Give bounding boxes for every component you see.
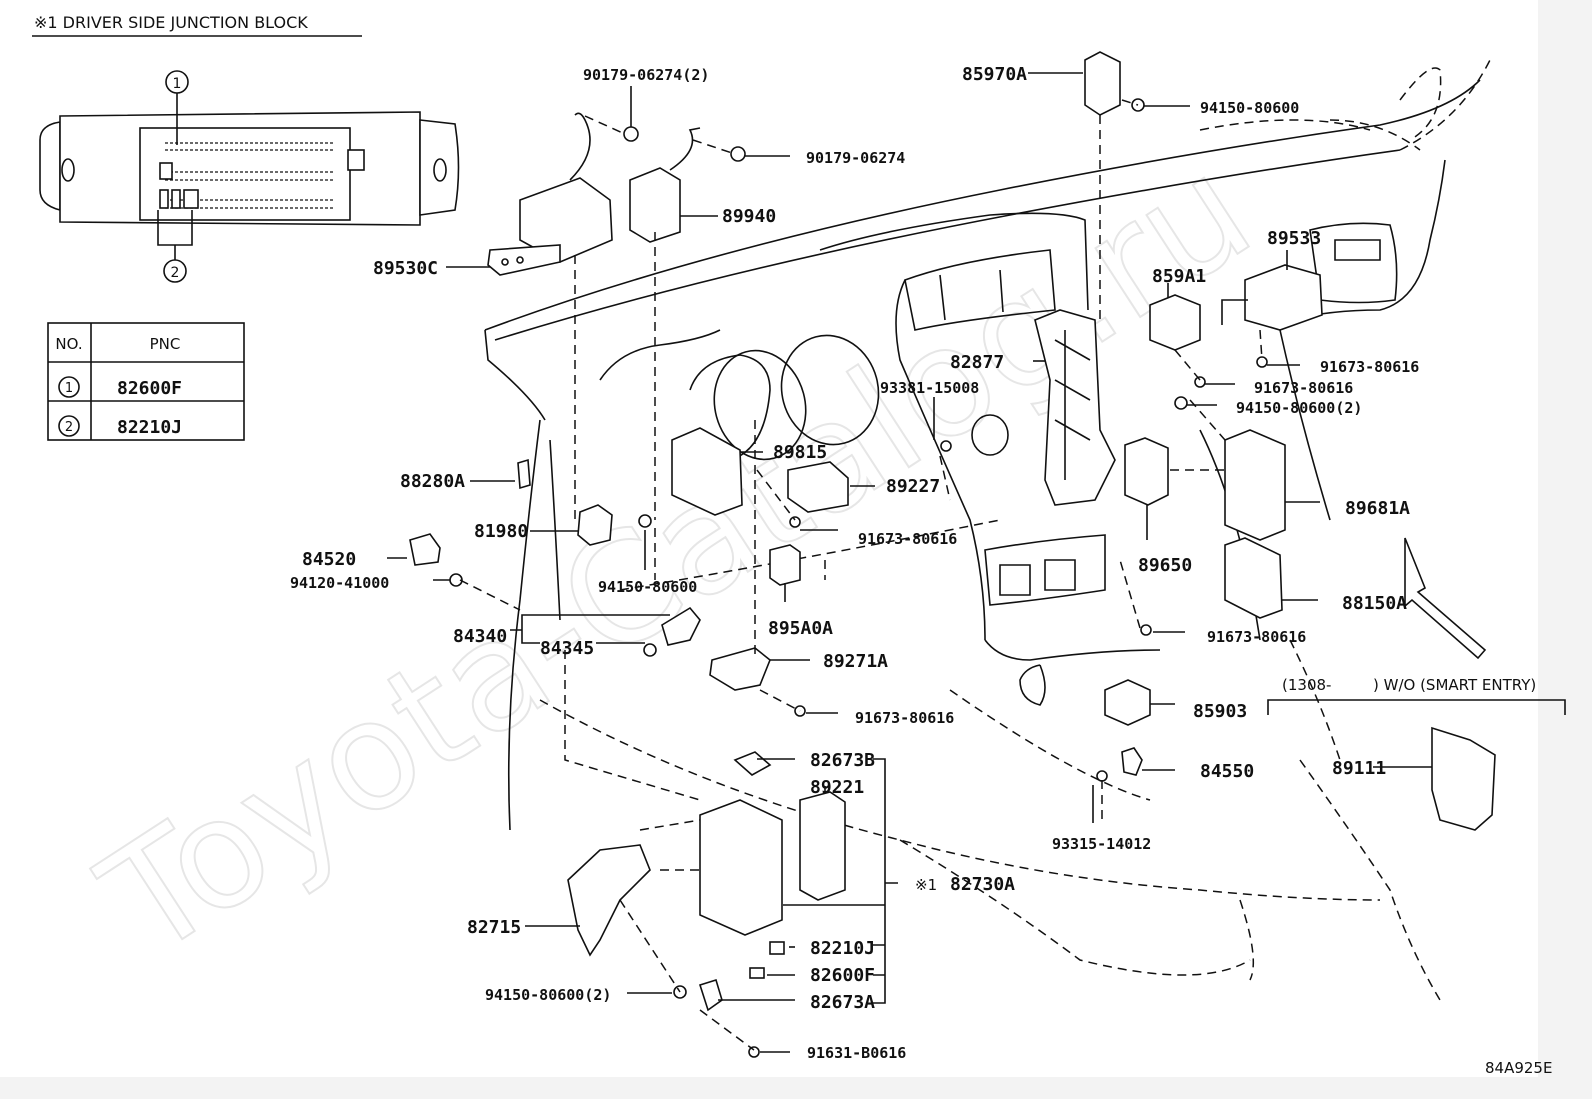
label-89227: 89227 (886, 476, 940, 497)
label-89815: 89815 (773, 442, 827, 463)
svg-text:1: 1 (173, 76, 182, 92)
table-header-no: NO. (55, 335, 82, 353)
label-89221: 89221 (810, 777, 864, 798)
label-89530C: 89530C (373, 258, 438, 279)
label-84340: 84340 (453, 626, 507, 647)
pnc-table: NO. PNC 1 82600F 2 82210J (47, 322, 245, 441)
direction-arrow (1404, 537, 1487, 660)
watermark: Toyota-Catalog.ru (74, 123, 1280, 990)
callout-2: 2 (157, 210, 193, 283)
label-82600F: 82600F (810, 965, 875, 986)
junction-block-drawing (39, 111, 460, 226)
junction-block-inset: ※1 DRIVER SIDE JUNCTION BLOCK 1 2 (32, 13, 460, 441)
label-94150-80600-left: 94150-80600 (598, 578, 697, 596)
label-91631-B0616: 91631-B0616 (807, 1044, 906, 1062)
label-85970A: 85970A (962, 64, 1027, 85)
label-91673-80616-a: 91673-80616 (1320, 358, 1419, 376)
leader-lines (387, 72, 1566, 1053)
right-margin (1538, 0, 1592, 1099)
label-88150A: 88150A (1342, 593, 1407, 614)
svg-text:2: 2 (171, 265, 180, 281)
bottom-margin (0, 1077, 1592, 1099)
label-89111: 89111 (1332, 758, 1386, 779)
label-89533: 89533 (1267, 228, 1321, 249)
label-93381-15008: 93381-15008 (880, 379, 979, 397)
label-82730A: 82730A (950, 874, 1015, 895)
label-91673-80616-c: 91673-80616 (858, 530, 957, 548)
part-drawings (409, 51, 1496, 1058)
table-row-1-no: 1 (65, 381, 73, 396)
label-90179-06274: 90179-06274 (806, 149, 905, 167)
label-91673-80616-d: 91673-80616 (1207, 628, 1306, 646)
label-84345: 84345 (540, 638, 594, 659)
label-84520: 84520 (302, 549, 356, 570)
label-94150-80600-2-mid: 94150-80600(2) (1236, 399, 1362, 417)
variant-range: (1308- (1282, 676, 1331, 694)
label-94120-41000: 94120-41000 (290, 574, 389, 592)
callout-1: 1 (165, 70, 189, 145)
label-89940: 89940 (722, 206, 776, 227)
label-94150-80600-2-bot: 94150-80600(2) (485, 986, 611, 1004)
diagram-code: 84A925E (1485, 1059, 1552, 1077)
variant-condition: ) W/O (SMART ENTRY) (1373, 676, 1536, 694)
label-94150-80600-top: 94150-80600 (1200, 99, 1299, 117)
label-82673B: 82673B (810, 750, 875, 771)
label-93315-14012: 93315-14012 (1052, 835, 1151, 853)
table-row-2-no: 2 (65, 420, 73, 435)
label-895A0A: 895A0A (768, 618, 833, 639)
label-91673-80616-b: 91673-80616 (1254, 379, 1353, 397)
label-90179-06274-2: 90179-06274(2) (583, 66, 709, 84)
label-91673-80616-e: 91673-80616 (855, 709, 954, 727)
label-89271A: 89271A (823, 651, 888, 672)
label-88280A: 88280A (400, 471, 465, 492)
label-82673A: 82673A (810, 992, 875, 1013)
label-81980: 81980 (474, 521, 528, 542)
label-85903: 85903 (1193, 701, 1247, 722)
label-82210J: 82210J (810, 938, 875, 959)
dashboard-outline (484, 59, 1491, 1001)
label-859A1: 859A1 (1152, 266, 1206, 287)
label-82730A-mark: ※1 (915, 876, 937, 894)
table-row-2-pnc: 82210J (117, 417, 182, 438)
assembly-lines (459, 99, 1263, 1051)
table-row-1-pnc: 82600F (117, 378, 182, 399)
table-header-pnc: PNC (150, 335, 181, 353)
label-89681A: 89681A (1345, 498, 1410, 519)
label-82877: 82877 (950, 352, 1004, 373)
inset-title: ※1 DRIVER SIDE JUNCTION BLOCK (34, 13, 308, 32)
label-84550: 84550 (1200, 761, 1254, 782)
label-89650: 89650 (1138, 555, 1192, 576)
part-labels: 90179-06274(2) 90179-06274 89940 89530C … (290, 64, 1552, 1077)
label-82715: 82715 (467, 917, 521, 938)
